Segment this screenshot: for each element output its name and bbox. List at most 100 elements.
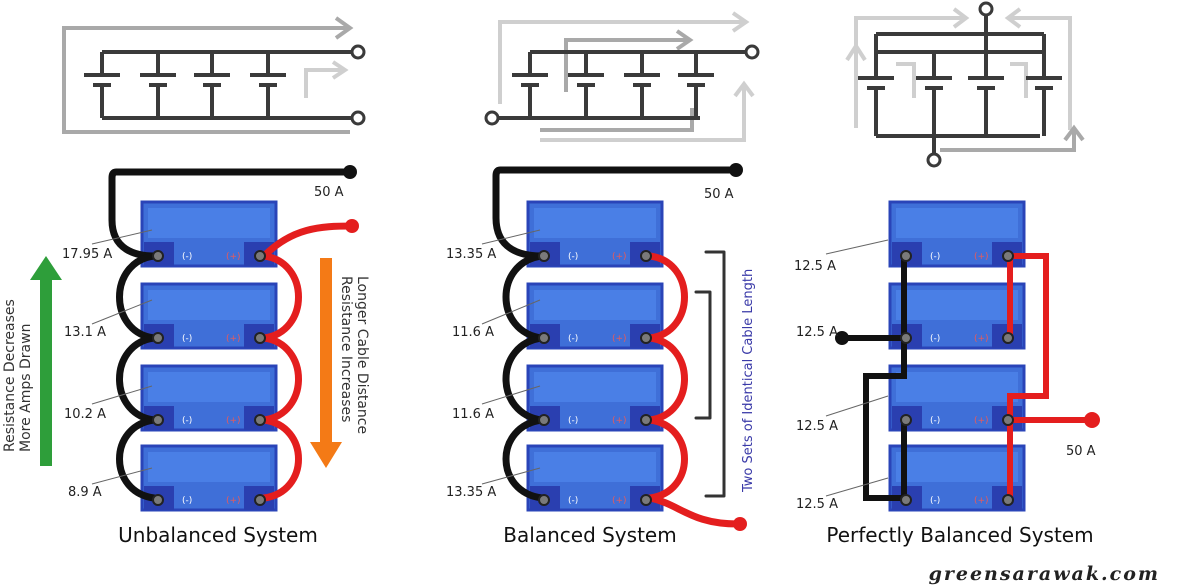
- pointer-line: [481, 299, 541, 325]
- schematic-terminal: [350, 110, 366, 126]
- flow-arrow-small: [304, 68, 345, 98]
- battery: (-) (+): [526, 200, 664, 268]
- amp-label: 12.5 A: [794, 259, 836, 274]
- positive-load-terminal: [733, 517, 747, 531]
- resistance-increases-indicator: Longer Cable Distance Resistance Increas…: [310, 258, 370, 468]
- negative-terminal-label: (-): [182, 416, 192, 426]
- up-arrow-icon: [30, 256, 62, 466]
- pointer-line: [91, 229, 153, 245]
- amp-labels-balanced: 13.35 A 11.6 A 11.6 A 13.35 A 50 A: [446, 187, 734, 500]
- battery-lid: [148, 208, 270, 238]
- schematic-terminal: [350, 44, 366, 60]
- pointer-line: [825, 477, 889, 497]
- positive-terminal-label: (+): [612, 252, 627, 262]
- negative-terminal-post: [152, 332, 164, 344]
- battery-lid: [148, 452, 270, 482]
- flow-arrow-head: [733, 80, 755, 98]
- flow-arrow-head: [845, 42, 867, 62]
- flow-arrow-head: [675, 29, 694, 51]
- schematic-terminal: [744, 44, 760, 60]
- negative-terminal-label: (-): [182, 334, 192, 344]
- cable-length-bracket: [704, 250, 726, 498]
- pointer-line: [481, 229, 541, 245]
- cables-balanced: [492, 163, 747, 531]
- positive-jumper: [646, 334, 688, 424]
- battery-lid: [896, 372, 1018, 402]
- negative-terminal-post: [538, 414, 550, 426]
- flow-arrow-small-head: [331, 60, 349, 80]
- pointer-line: [825, 239, 889, 255]
- battery-lid: [896, 452, 1018, 482]
- negative-load-terminal: [343, 165, 357, 179]
- positive-jumper: [646, 252, 688, 342]
- schematic-terminal: [978, 1, 994, 17]
- negative-jumper: [502, 416, 546, 502]
- side-note-line: Resistance Increases: [338, 276, 354, 422]
- battery-lid: [148, 372, 270, 402]
- amp-label: 11.6 A: [452, 407, 494, 422]
- flow-arrow: [564, 38, 690, 92]
- battery-stack-unbalanced: (-)(+)(-)(+)(-)(+)(-)(+): [140, 200, 278, 512]
- negative-terminal-post: [152, 250, 164, 262]
- negative-terminal-post: [152, 494, 164, 506]
- battery: (-)(+): [526, 444, 664, 512]
- battery-symbol: [858, 52, 1062, 136]
- negative-terminal-label: (-): [568, 334, 578, 344]
- pointer-line: [91, 385, 153, 405]
- positive-terminal-post: [640, 494, 652, 506]
- battery: (-) (+): [140, 282, 278, 350]
- amp-label: 17.95 A: [62, 247, 112, 262]
- positive-terminal-post: [640, 414, 652, 426]
- cables-unbalanced: [108, 165, 359, 502]
- flow-arrow-head: [334, 16, 354, 40]
- negative-load-terminal: [729, 163, 743, 177]
- positive-terminal-post: [254, 494, 266, 506]
- flow-arrow: [854, 16, 966, 128]
- battery: (-)(+): [140, 364, 278, 432]
- battery-lid: [534, 290, 656, 320]
- negative-terminal-label: (-): [930, 334, 940, 344]
- negative-terminal-label: (-): [930, 416, 940, 426]
- negative-cable-main: [492, 166, 738, 260]
- battery-lid: [148, 290, 270, 320]
- battery-stack-perfect: (-)(+)(-)(+)(-)(+)(-)(+): [888, 200, 1026, 512]
- pointer-line: [481, 385, 541, 405]
- side-note-line: Longer Cable Distance: [354, 276, 370, 434]
- load-current-label: 50 A: [704, 187, 734, 202]
- negative-terminal-label: (-): [568, 252, 578, 262]
- negative-cable-main: [108, 168, 352, 260]
- positive-terminal-label: (+): [974, 334, 989, 344]
- flow-arrow-head: [1063, 124, 1085, 142]
- negative-terminal-post: [152, 414, 164, 426]
- flow-arrow: [896, 62, 916, 98]
- amp-label: 11.6 A: [452, 325, 494, 340]
- negative-jumper: [502, 252, 546, 342]
- panel-title-perfect: Perfectly Balanced System: [826, 523, 1093, 547]
- negative-terminal-post: [538, 494, 550, 506]
- positive-load-terminal: [1084, 412, 1100, 428]
- battery-symbol: [84, 52, 286, 118]
- down-arrow-icon: [310, 258, 342, 468]
- watermark: greensarawak.com: [929, 563, 1160, 585]
- pointer-line: [481, 467, 541, 485]
- positive-terminal-label: (+): [226, 252, 241, 262]
- positive-terminal-label: (+): [974, 416, 989, 426]
- terminal-posts: [152, 250, 1014, 506]
- flow-arrow-head: [731, 11, 750, 33]
- positive-terminal-post: [640, 332, 652, 344]
- amp-label: 8.9 A: [68, 485, 102, 500]
- amp-label: 12.5 A: [796, 419, 838, 434]
- positive-terminal-label: (+): [226, 334, 241, 344]
- load-current-label: 50 A: [314, 185, 344, 200]
- resistance-decreases-indicator: Resistance Decreases More Amps Drawn: [2, 256, 62, 466]
- battery: (-)(+): [140, 444, 278, 512]
- battery: (-) (+): [888, 282, 1026, 350]
- flow-arrow: [540, 84, 746, 142]
- schematic-balanced: [484, 11, 760, 142]
- positive-cable-main: [260, 222, 356, 260]
- negative-jumper: [116, 334, 158, 424]
- negative-terminal-label: (-): [568, 496, 578, 506]
- negative-jumper: [116, 252, 158, 342]
- schematic-perfect: [845, 1, 1085, 168]
- positive-terminal-post: [1002, 332, 1014, 344]
